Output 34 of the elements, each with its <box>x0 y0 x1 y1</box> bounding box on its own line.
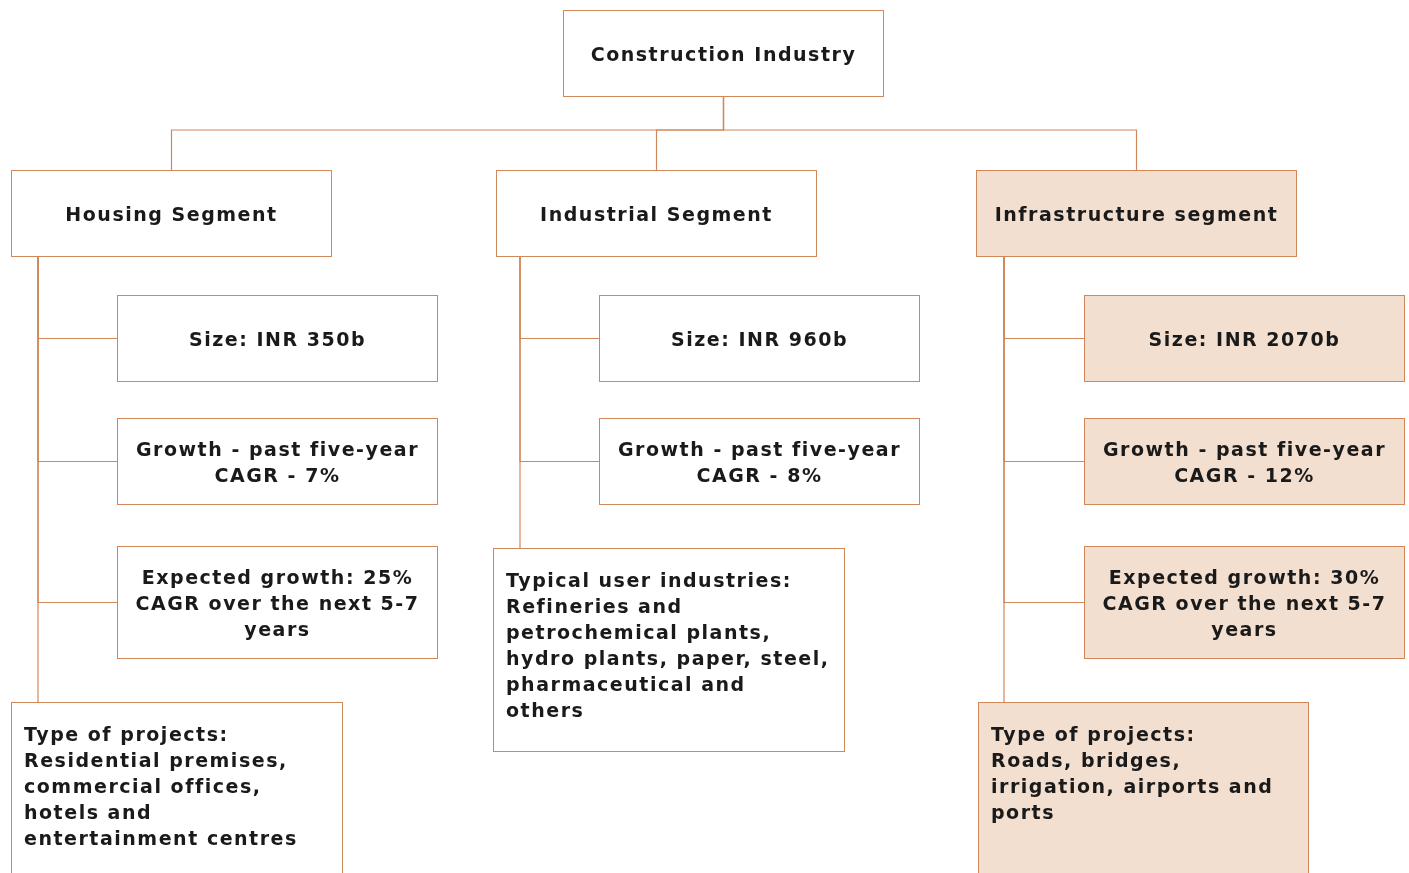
connector-line <box>519 256 521 549</box>
box-text: Type of projects: Residential premises, commercial offices, hotels and entertainment centres <box>24 722 299 851</box>
text-box <box>117 546 438 659</box>
box-text: Size: INR 350b <box>188 326 367 352</box>
text-box <box>11 170 332 257</box>
box-text: Construction Industry <box>590 41 857 67</box>
box-text: Growth - past five-year CAGR - 7% <box>134 436 421 488</box>
text-box <box>599 295 920 382</box>
highlighted-box <box>976 170 1297 257</box>
box-text: Expected growth: 25% CAGR over the next 5-7 years <box>134 564 421 642</box>
box-text: Expected growth: 30% CAGR over the next 5-7 years <box>1101 564 1388 642</box>
box-text: Infrastructure segment <box>994 201 1279 227</box>
text-box <box>493 548 845 752</box>
text-box <box>496 170 817 257</box>
highlighted-box <box>1084 546 1405 659</box>
text-box <box>599 418 920 505</box>
connector-line <box>37 256 39 703</box>
text-box <box>563 10 884 97</box>
box-text: Industrial Segment <box>540 201 773 227</box>
connector-line <box>1003 256 1005 703</box>
text-box <box>11 702 343 873</box>
box-text: Type of projects: Roads, bridges, irrigation, airports and ports <box>991 722 1275 825</box>
box-text: Growth - past five-year CAGR - 12% <box>1101 436 1388 488</box>
highlighted-box <box>1084 418 1405 505</box>
text-box <box>117 418 438 505</box>
box-text: Growth - past five-year CAGR - 8% <box>616 436 903 488</box>
box-text: Housing Segment <box>65 201 278 227</box>
box-text: Typical user industries: Refineries and petrochemical plants, hydro plants, paper, steel, pharmaceutical and others <box>506 568 831 723</box>
text-box <box>117 295 438 382</box>
highlighted-box <box>1084 295 1405 382</box>
connector-line <box>722 96 1138 171</box>
highlighted-box <box>978 702 1309 873</box>
box-text: Size: INR 2070b <box>1148 326 1341 352</box>
box-text: Size: INR 960b <box>670 326 849 352</box>
